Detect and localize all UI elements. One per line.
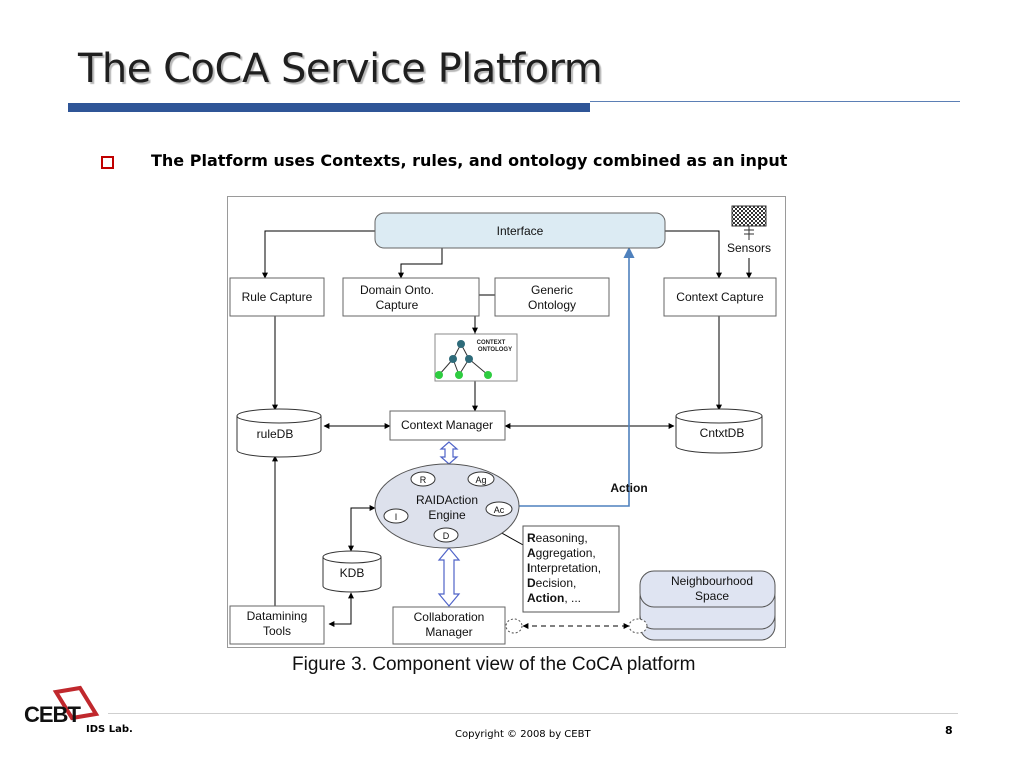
context-manager-label: Context Manager <box>401 418 493 432</box>
sensor-icon <box>731 205 767 227</box>
datamining-label-1: Datamining <box>247 609 308 623</box>
node-ag <box>467 471 495 487</box>
slide-title: The CoCA Service Platform <box>78 46 603 92</box>
sensors-label: Sensors <box>727 241 771 255</box>
generic-ontology-label-2: Ontology <box>528 298 576 312</box>
collab-label-1: Collaboration <box>414 610 485 624</box>
engine-kdb-arrow <box>348 505 376 552</box>
neighbourhood-space: Neighbourhood Space <box>628 570 776 641</box>
engine-label-1: RAIDAction <box>416 493 478 507</box>
interface-box <box>374 212 666 249</box>
interface-to-domain-onto-arrow <box>398 246 443 279</box>
ruledb-cylinder: ruleDB <box>236 408 322 458</box>
ruledb-label: ruleDB <box>257 427 294 441</box>
interface-label: Interface <box>497 224 544 238</box>
cntxtdb-cylinder: CntxtDB <box>675 408 763 454</box>
title-underline-rule <box>590 101 960 102</box>
svg-text:Ag: Ag <box>475 475 486 485</box>
footer-lab: IDS Lab. <box>86 724 133 735</box>
svg-text:R: R <box>420 475 427 485</box>
engine-label-2: Engine <box>428 508 466 522</box>
cebt-logo: CEBT <box>24 685 100 727</box>
collab-label-2: Manager <box>425 625 472 639</box>
node-i <box>383 508 409 524</box>
cntxtdb-label: CntxtDB <box>700 426 745 440</box>
svg-text:CEBT: CEBT <box>24 702 81 727</box>
node-ac <box>485 501 513 517</box>
collaboration-manager-box <box>392 606 506 645</box>
node-d <box>433 527 459 543</box>
context-manager-box <box>389 410 506 441</box>
action-label: Action <box>610 481 647 495</box>
domain-onto-label-2: Capture <box>376 298 419 312</box>
kdb-label: KDB <box>340 566 365 580</box>
raid-legend: Reasoning,Aggregation,Interpretation,Dec… <box>522 525 620 613</box>
engine-collab-double-arrow <box>437 547 461 607</box>
datamining-tools-box <box>229 605 325 645</box>
kdb-datamining-arrow <box>328 592 354 627</box>
domain-onto-label-1: Domain Onto. <box>360 283 434 297</box>
footer-divider <box>108 713 958 714</box>
footer-copyright: Copyright © 2008 by CEBT <box>455 729 591 740</box>
legend-line-2: Interpretation, <box>527 561 601 575</box>
bullet-marker <box>101 156 114 169</box>
node-r <box>410 471 436 487</box>
kdb-cylinder: KDB <box>322 550 382 593</box>
interface-to-context-capture-arrow <box>665 230 722 279</box>
generic-ontology-label-1: Generic <box>531 283 573 297</box>
legend-line-0: Reasoning, <box>527 531 588 545</box>
connectors <box>262 230 752 629</box>
bullet-text: The Platform uses Contexts, rules, and o… <box>151 151 788 170</box>
svg-text:Ac: Ac <box>494 505 505 515</box>
ontology-label-2: ONTOLOGY <box>478 347 512 353</box>
generic-ontology-box <box>494 277 610 317</box>
action-arrow <box>519 246 635 507</box>
datamining-label-2: Tools <box>263 624 291 638</box>
title-underline-bar <box>68 103 590 112</box>
page-number: 8 <box>945 724 953 737</box>
neighbourhood-label-2: Space <box>695 589 729 603</box>
legend-line-4: Action, ... <box>527 591 581 605</box>
svg-text:I: I <box>395 512 398 522</box>
domain-onto-capture-box <box>342 277 480 317</box>
rule-capture-box <box>229 277 325 317</box>
rule-capture-label: Rule Capture <box>242 290 313 304</box>
sensor-connector <box>744 226 754 240</box>
ontology-label-1: CONTEXT <box>477 340 506 346</box>
svg-text:D: D <box>443 531 450 541</box>
coca-component-diagram: Interface Sensors Rule Capture Domain On… <box>227 196 786 648</box>
context-capture-box <box>663 277 777 317</box>
context-capture-label: Context Capture <box>676 290 764 304</box>
legend-line-1: Aggregation, <box>527 546 596 560</box>
figure-caption: Figure 3. Component view of the CoCA pla… <box>292 654 696 675</box>
neighbourhood-label-1: Neighbourhood <box>671 574 753 588</box>
context-ontology-tree: CONTEXT ONTOLOGY <box>434 333 518 382</box>
interface-to-rule-capture-arrow <box>262 230 375 279</box>
raidaction-engine: R Ag I Ac D RAIDAction Engine <box>374 463 520 549</box>
legend-line-3: Decision, <box>527 576 576 590</box>
